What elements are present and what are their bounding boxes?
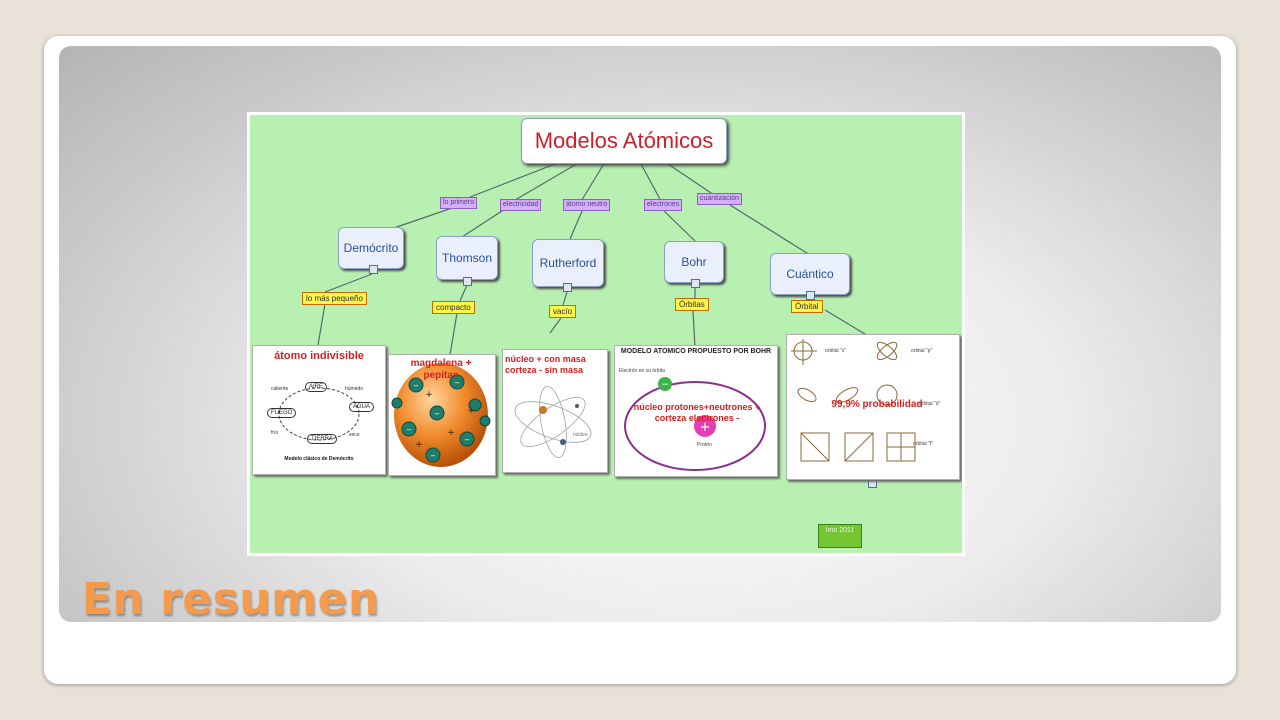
descriptor-democrito: lo más pequeño — [302, 292, 367, 305]
link-label-cuantizacion: cuantización — [697, 193, 742, 205]
card-rutherford-caption: núcleo + con masa corteza - sin masa — [505, 354, 586, 375]
expand-icon — [691, 279, 700, 288]
expand-icon — [563, 283, 572, 292]
card-cuantico-caption: 99,9% probabilidad — [831, 399, 923, 410]
expand-icon — [463, 277, 472, 286]
svg-text:−: − — [454, 379, 460, 387]
link-label-electricidad: electricidad — [500, 199, 542, 211]
node-democrito: Demócrito — [338, 227, 404, 269]
card-bohr: MODELO ATOMICO PROPUESTO POR BOHR Electr… — [614, 345, 778, 477]
orbital-label-f: orbital "f" — [913, 441, 933, 447]
element-tierra: TIERRA — [307, 434, 338, 444]
link-label-electrones: electrones — [644, 199, 683, 211]
thomson-atom-illustration: − − − − − − + + + + — [391, 363, 491, 467]
element-fuego: FUEGO — [267, 408, 297, 418]
card-cuantico: orbital "s" orbital "p" orbital "d" orbi… — [786, 334, 960, 480]
rutherford-atom-illustration — [514, 386, 592, 458]
card-rutherford: núcleo + con masa corteza - sin masa núc… — [502, 349, 608, 473]
slide-title: En resumen — [82, 574, 380, 625]
expand-icon — [868, 479, 877, 488]
svg-text:+: + — [415, 440, 423, 450]
descriptor-thomson: compacto — [432, 301, 475, 314]
footer-badge: Imo 2011 — [818, 524, 862, 548]
quality-label: húmedo — [345, 386, 364, 392]
svg-text:−: − — [406, 426, 412, 434]
card-democrito: átomo indivisible AIRE FUEGO AGUA TIERRA… — [252, 345, 386, 475]
node-rutherford: Rutherford — [532, 239, 604, 287]
orbital-illustrations — [791, 339, 916, 462]
card-democrito-caption: Modelo clásico de Demócrito — [284, 456, 354, 462]
node-cuantico: Cuántico — [770, 253, 850, 295]
orbital-label-s: orbital "s" — [825, 348, 847, 354]
elements-diagram — [278, 387, 360, 441]
expand-icon — [369, 265, 378, 274]
svg-text:−: − — [434, 410, 440, 418]
orbital-label-p: orbital "p" — [911, 348, 933, 354]
card-bohr-heading: MODELO ATOMICO PROPUESTO POR BOHR — [620, 348, 772, 355]
element-aire: AIRE — [305, 382, 328, 392]
descriptor-rutherford: vacío — [549, 305, 577, 318]
quality-label: seco — [349, 432, 360, 438]
quality-label: caliente — [271, 386, 289, 392]
svg-text:+: + — [447, 428, 455, 438]
bohr-electron-label: Electrón en su órbita — [619, 368, 665, 374]
descriptor-bohr: Órbitas — [675, 298, 709, 311]
card-thomson: − − − − − − + + + + magdalena + pepitas — [388, 354, 496, 476]
node-bohr: Bohr — [664, 241, 724, 283]
svg-text:−: − — [413, 382, 419, 390]
descriptor-cuantico: Órbital — [791, 300, 823, 313]
svg-text:−: − — [430, 452, 436, 460]
svg-text:+: + — [700, 420, 711, 435]
quality-label: frío — [271, 430, 279, 436]
node-thomson: Thomson — [436, 236, 498, 280]
connector-lines — [317, 161, 871, 356]
link-label-atomo-neutro: átomo neutro — [563, 199, 611, 211]
svg-text:+: + — [425, 390, 433, 400]
card-bohr-caption: núcleo protones+neutrones + corteza elec… — [633, 402, 761, 423]
orbital-label-d: orbital "d" — [919, 401, 941, 407]
expand-icon — [806, 291, 815, 300]
link-label-lo-primero: lo primero — [440, 197, 478, 209]
bohr-atom-illustration: − + — [624, 377, 766, 471]
svg-text:+: + — [467, 406, 475, 416]
svg-text:−: − — [464, 436, 470, 444]
bohr-proton-label: Protón — [697, 442, 712, 448]
concept-map-root: Modelos Atómicos — [521, 118, 727, 164]
concept-map-image: Modelos Atómicos lo primero electricidad… — [247, 112, 965, 556]
card-thomson-caption: magdalena + pepitas — [410, 358, 472, 381]
element-agua: AGUA — [349, 402, 375, 412]
rutherford-nucleus-label: núcleo — [573, 432, 588, 438]
card-democrito-title: átomo indivisible — [274, 350, 364, 362]
svg-text:−: − — [661, 380, 669, 390]
